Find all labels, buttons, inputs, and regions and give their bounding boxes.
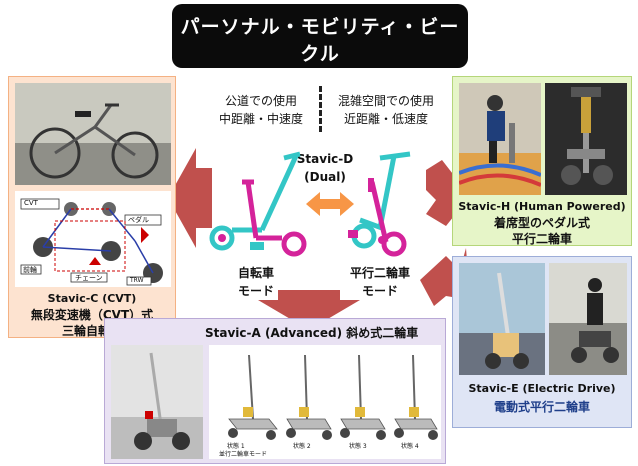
stavic-d-label: Stavic-D (Dual)	[290, 150, 360, 186]
bicycle-mode-vehicle	[209, 151, 307, 257]
tricycle-image	[15, 83, 171, 185]
seated-rider-image	[459, 95, 541, 195]
state-4-label: 状態 4	[401, 443, 419, 450]
stavic-a-panel: Stavic-A (Advanced) 斜め式二輪車	[104, 318, 446, 464]
electric-vehicle-image-1	[459, 263, 545, 375]
front-wheel-label: 前輪	[23, 266, 37, 274]
stavic-c-diagram: CVT ペダル 前輪 チェーン TRW	[15, 191, 171, 287]
stavic-h-photo-2	[545, 83, 627, 195]
parallel-mode-line2: モード	[361, 284, 398, 298]
stavic-a-states: 状態 1 状態 2 状態 3 状態 4 並行二輪車モード	[209, 345, 441, 459]
stavic-e-photo-1	[459, 263, 545, 375]
state-3-label: 状態 3	[349, 443, 367, 450]
page-title: パーソナル・モビリティ・ビークル	[180, 16, 460, 65]
stavic-e-desc1: 電動式平行二輪車	[493, 400, 590, 414]
pedal-vehicle-image	[561, 87, 613, 185]
bicycle-mode-line1: 自転車	[237, 266, 274, 280]
page-subtitle: (PMV)	[295, 69, 345, 89]
parallel-mode-line1: 平行二輪車	[349, 266, 410, 280]
stavic-d-illustration	[209, 151, 411, 257]
diagonal-two-wheeler-image	[111, 345, 203, 459]
stavic-h-panel: Stavic-H (Human Powered) 着席型のペダル式 平行二輪車	[452, 76, 632, 246]
cvt-label: CVT	[24, 199, 38, 207]
arrow-down-to-stavic-a	[258, 290, 360, 330]
road-speed-label: 中距離・中速度	[218, 112, 303, 126]
pedal-label: ペダル	[128, 216, 149, 224]
state-2-label: 状態 2	[293, 443, 311, 450]
stavic-c-photo	[15, 83, 171, 185]
stavic-d-name: Stavic-D	[296, 152, 354, 166]
stavic-h-name: Stavic-H (Human Powered)	[458, 200, 626, 213]
road-usage-label: 公道での使用	[224, 94, 297, 108]
stavic-e-panel: Stavic-E (Electric Drive) 電動式平行二輪車	[452, 256, 632, 428]
crowd-speed-label: 近距離・低速度	[343, 112, 428, 126]
stavic-a-name: Stavic-A (Advanced) 斜め式二輪車	[205, 326, 419, 340]
parallel-mode-label: 平行二輪車 モード	[340, 264, 420, 300]
arrow-left-to-stavic-c	[168, 148, 212, 248]
crowd-usage-label: 混雑空間での使用	[337, 94, 434, 108]
bicycle-mode-line2: モード	[237, 284, 274, 298]
stavic-h-photo-1	[459, 83, 541, 195]
mode-switch-arrow	[306, 192, 354, 216]
parallel-mode-note: 並行二輪車モード	[219, 451, 268, 458]
state-1-label: 状態 1	[227, 443, 245, 450]
usage-divider	[319, 86, 322, 132]
electric-vehicle-image-2	[549, 263, 627, 375]
stavic-h-desc2: 平行二輪車	[511, 232, 572, 246]
stavic-c-name: Stavic-C (CVT)	[47, 292, 137, 305]
parallel-mode-vehicle	[348, 151, 411, 257]
bicycle-mode-label: 自転車 モード	[226, 264, 286, 300]
crowd-usage-text: 混雑空間での使用 近距離・低速度	[326, 92, 446, 128]
cvt-drive-diagram	[20, 198, 163, 286]
stavic-h-desc1: 着席型のペダル式	[493, 216, 590, 230]
title-banner: パーソナル・モビリティ・ビークル (PMV)	[172, 4, 468, 89]
stavic-d-sub: (Dual)	[304, 170, 346, 184]
stavic-c-panel: CVT ペダル 前輪 チェーン TRW Stavic-C (CVT) 無段変速機…	[8, 76, 176, 338]
stavic-e-name: Stavic-E (Electric Drive)	[468, 382, 616, 395]
state-transition-diagram	[228, 354, 438, 440]
stavic-e-photo-2	[549, 263, 627, 375]
chain-label: チェーン	[75, 274, 103, 282]
stavic-a-photo	[111, 345, 203, 459]
road-usage-text: 公道での使用 中距離・中速度	[206, 92, 316, 128]
rear-label: TRW	[130, 277, 144, 284]
